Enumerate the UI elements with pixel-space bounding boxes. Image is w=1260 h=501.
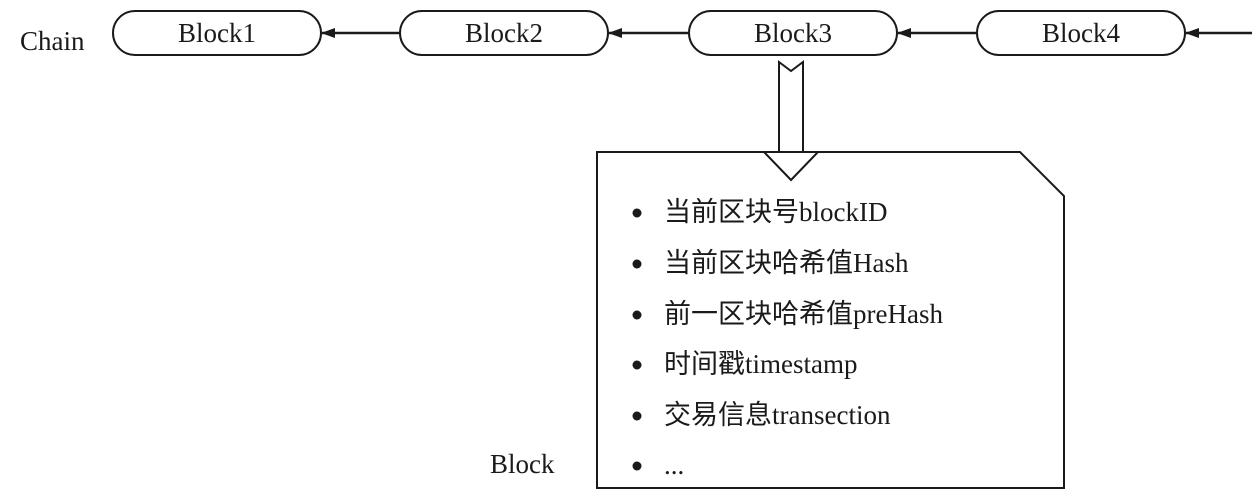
- block-node-1: Block1: [112, 10, 322, 56]
- block-field-item: 前一区块哈希值preHash: [664, 299, 943, 329]
- bullet-icon: [632, 208, 642, 218]
- block-label: Block3: [754, 18, 832, 48]
- block-field-item: 当前区块哈希值Hash: [664, 248, 909, 278]
- bullet-icon: [632, 411, 642, 421]
- bullet-icon: [632, 360, 642, 370]
- bullet-icon: [632, 461, 642, 471]
- block-node-3: Block3: [688, 10, 898, 56]
- expand-arrow-icon: [761, 60, 821, 182]
- block-field-list: 当前区块号blockID 当前区块哈希值Hash 前一区块哈希值preHash …: [632, 197, 943, 480]
- block-field-item: 时间戳timestamp: [664, 349, 857, 379]
- block-field-item: 当前区块号blockID: [664, 197, 887, 227]
- block-detail-label: Block: [490, 449, 555, 479]
- block-label: Block1: [178, 18, 256, 48]
- block-label: Block2: [465, 18, 543, 48]
- bullet-icon: [632, 259, 642, 269]
- bullet-icon: [632, 310, 642, 320]
- chain-label: Chain: [20, 26, 85, 56]
- block-node-4: Block4: [976, 10, 1186, 56]
- block-label: Block4: [1042, 18, 1120, 48]
- block-field-item: 交易信息transection: [664, 400, 891, 430]
- block-field-item: ...: [664, 450, 684, 480]
- block-node-2: Block2: [399, 10, 609, 56]
- block-detail-card: [596, 151, 1065, 489]
